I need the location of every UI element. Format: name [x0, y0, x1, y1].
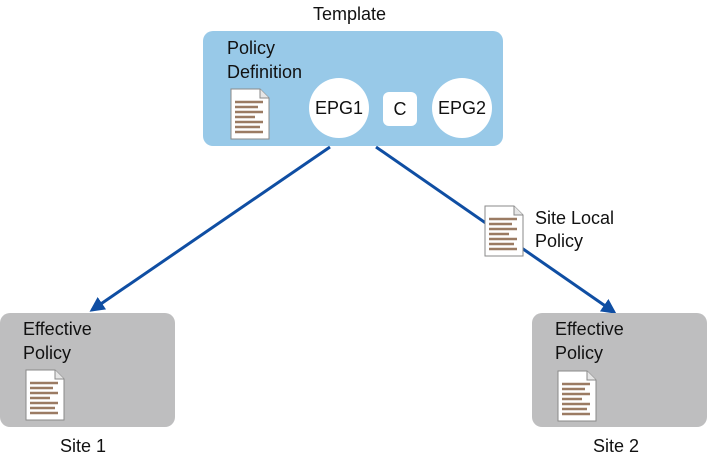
document-icon [557, 370, 597, 422]
effective-policy-line1: Effective [23, 319, 92, 339]
site-2-box: Effective Policy [532, 313, 707, 427]
document-icon [25, 369, 65, 421]
arrow-to-site-1 [89, 145, 331, 312]
site-local-policy-line2: Policy [535, 231, 584, 251]
effective-policy-line2: Policy [23, 343, 72, 363]
template-title: Template [313, 4, 387, 24]
site-2-caption: Site 2 [593, 436, 640, 456]
epg2-node: EPG2 [432, 78, 492, 138]
epg1-node: EPG1 [309, 78, 369, 138]
document-icon [484, 205, 524, 257]
effective-policy-line1: Effective [555, 319, 624, 339]
site-1-caption: Site 1 [60, 436, 107, 456]
site-local-policy-line1: Site Local [535, 208, 615, 228]
template-box: Policy Definition EPG1 C EPG2 [203, 31, 503, 146]
effective-policy-line2: Policy [555, 343, 604, 363]
site-1-box: Effective Policy [0, 313, 175, 427]
policy-definition-line1: Policy [227, 38, 276, 58]
contract-node: C [383, 92, 417, 126]
document-icon [230, 88, 270, 140]
policy-definition-line2: Definition [227, 62, 303, 82]
